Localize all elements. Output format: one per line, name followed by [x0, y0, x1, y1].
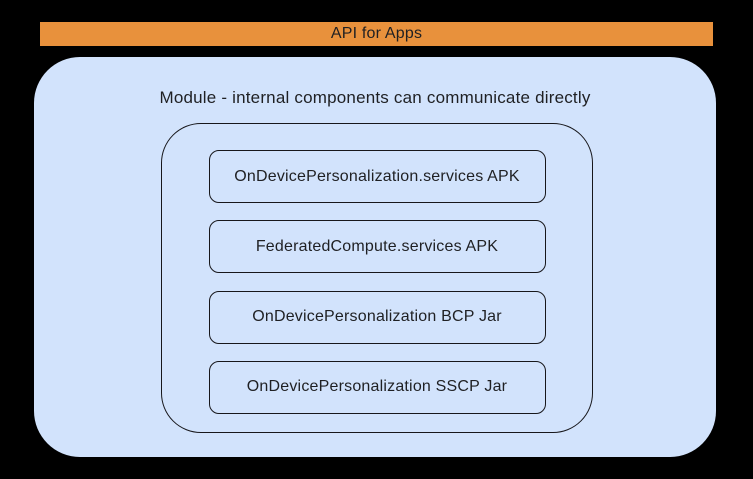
api-for-apps-banner: API for Apps — [40, 22, 713, 46]
api-for-apps-banner-label: API for Apps — [330, 25, 423, 42]
component-box-ondevicepersonalization-sscp-jar: OnDevicePersonalization SSCP Jar — [208, 360, 546, 414]
component-label: FederatedCompute.services APK — [255, 237, 499, 255]
module-title: Module - internal components can communi… — [159, 88, 591, 107]
component-box-federatedcompute-services-apk: FederatedCompute.services APK — [208, 220, 546, 274]
module-container: Module - internal components can communi… — [34, 57, 716, 457]
component-box-ondevicepersonalization-bcp-jar: OnDevicePersonalization BCP Jar — [208, 290, 546, 344]
module-boundary: OnDevicePersonalization.services APK Fed… — [161, 123, 593, 433]
component-label: OnDevicePersonalization SSCP Jar — [246, 378, 508, 396]
component-label: OnDevicePersonalization BCP Jar — [252, 308, 502, 326]
component-label: OnDevicePersonalization.services APK — [234, 167, 520, 185]
component-box-ondevicepersonalization-services-apk: OnDevicePersonalization.services APK — [208, 150, 546, 203]
